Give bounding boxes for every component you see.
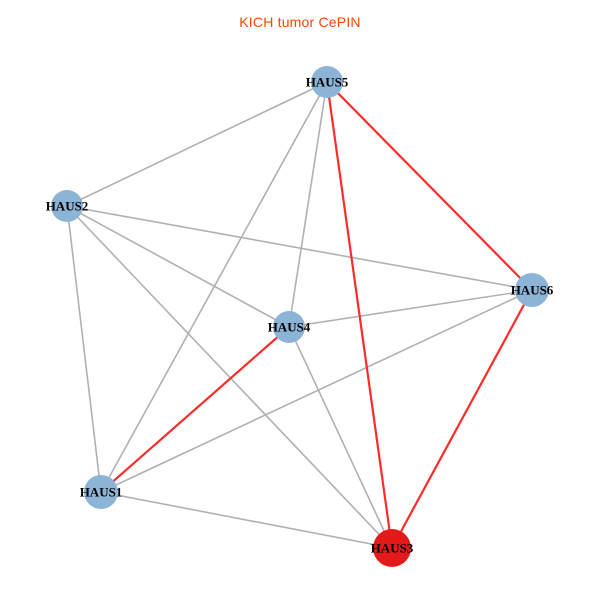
edge-haus5-haus6 [325, 80, 534, 292]
node-haus1 [84, 475, 118, 509]
edge-haus5-haus3 [325, 80, 394, 550]
node-haus3 [373, 529, 411, 567]
edge-haus1-haus3 [100, 491, 393, 549]
edge-haus4-haus1 [99, 325, 291, 494]
node-haus4 [273, 311, 305, 343]
node-label-haus5: HAUS5 [306, 75, 349, 90]
edge-haus6-haus4 [288, 289, 533, 328]
node-label-haus3: HAUS3 [371, 541, 414, 556]
node-label-haus2: HAUS2 [46, 199, 89, 214]
edge-haus2-haus1 [66, 205, 102, 493]
edge-haus2-haus3 [66, 205, 393, 549]
node-haus2 [51, 190, 83, 222]
edge-haus2-haus4 [66, 205, 290, 328]
edge-haus4-haus3 [288, 326, 393, 549]
node-label-haus4: HAUS4 [268, 320, 311, 335]
node-label-haus6: HAUS6 [511, 283, 554, 298]
node-haus5 [311, 66, 343, 98]
edge-haus5-haus2 [66, 81, 328, 207]
node-label-haus1: HAUS1 [80, 485, 123, 500]
plot-title: KICH tumor CePIN [239, 14, 361, 30]
edge-haus6-haus3 [390, 288, 534, 550]
node-haus6 [515, 273, 549, 307]
edge-haus6-haus1 [100, 289, 533, 493]
edge-haus5-haus4 [288, 81, 328, 328]
edge-haus2-haus6 [66, 205, 533, 291]
